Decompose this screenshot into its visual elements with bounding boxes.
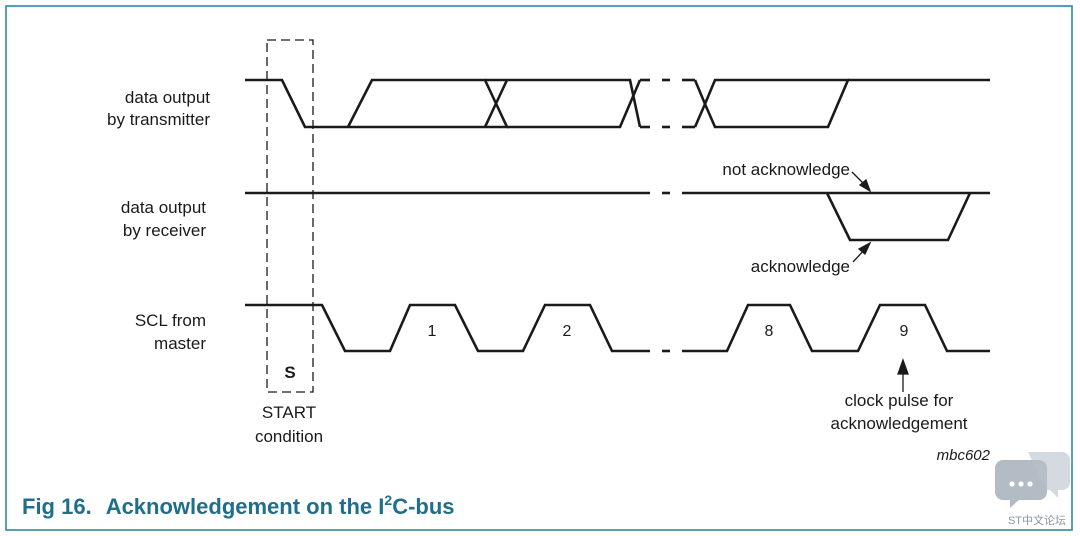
clock-pulse-number: 9 bbox=[900, 323, 909, 340]
not-ack-arrowhead bbox=[858, 178, 872, 193]
annotation-arrows bbox=[851, 171, 909, 392]
receiver-label-line2: by receiver bbox=[123, 221, 206, 240]
clock-pulse-label-line2: acknowledgement bbox=[830, 414, 967, 433]
scl-label-line1: SCL from bbox=[135, 311, 206, 330]
caption-title-post: C-bus bbox=[392, 494, 454, 519]
caption-title-pre: Acknowledgement on the I bbox=[106, 494, 385, 519]
receiver-label-line1: data output bbox=[121, 198, 206, 217]
dot-icon bbox=[1009, 481, 1015, 487]
scl-pulses-8-9 bbox=[682, 303, 990, 353]
transmitter-bit-2-top bbox=[485, 78, 642, 128]
start-condition-box bbox=[266, 39, 314, 393]
dot-icon bbox=[1027, 481, 1033, 487]
chat-bubble-back-icon bbox=[1028, 452, 1070, 498]
start-symbol: S bbox=[284, 363, 295, 382]
ack-arrowhead bbox=[857, 241, 872, 256]
figure-caption: Fig 16. Acknowledgement on the I2C-bus bbox=[22, 492, 455, 519]
transmitter-bit-2-bottom bbox=[507, 79, 642, 129]
scl-label-line2: master bbox=[154, 334, 206, 353]
receiver-waveform bbox=[245, 191, 990, 242]
receiver-ack-low bbox=[825, 192, 972, 242]
not-acknowledge-label: not acknowledge bbox=[722, 160, 850, 179]
caption-number: Fig 16. bbox=[22, 494, 92, 519]
clock-pulse-number: 8 bbox=[765, 323, 774, 340]
start-label-line1: START bbox=[262, 403, 316, 422]
clock-pulse-label-line1: clock pulse for bbox=[845, 391, 954, 410]
figure-id-code: mbc602 bbox=[937, 447, 991, 464]
scl-pulses-1-2 bbox=[245, 303, 650, 353]
transmitter-bit-1 bbox=[346, 78, 510, 129]
figure-frame bbox=[5, 5, 1073, 531]
clock-pulse-number: 1 bbox=[428, 323, 437, 340]
watermark-text: ST中文论坛 bbox=[1008, 513, 1066, 527]
scl-waveform bbox=[245, 303, 990, 353]
transmitter-start-falling-edge bbox=[245, 78, 348, 129]
transmitter-label-line1: data output bbox=[125, 88, 210, 107]
dot-icon bbox=[1018, 481, 1024, 487]
transmitter-cross-1 bbox=[483, 79, 509, 128]
start-label-line2: condition bbox=[255, 427, 323, 446]
transmitter-bit-8 bbox=[693, 78, 850, 129]
transmitter-label-line2: by transmitter bbox=[107, 110, 210, 129]
acknowledge-label: acknowledge bbox=[751, 257, 850, 276]
clock-pulse-number: 2 bbox=[563, 323, 572, 340]
clock-arrowhead bbox=[897, 358, 909, 375]
caption-title-sup: 2 bbox=[384, 492, 392, 508]
transmitter-waveform bbox=[245, 78, 990, 129]
watermark: ST中文论坛 bbox=[995, 452, 1070, 527]
